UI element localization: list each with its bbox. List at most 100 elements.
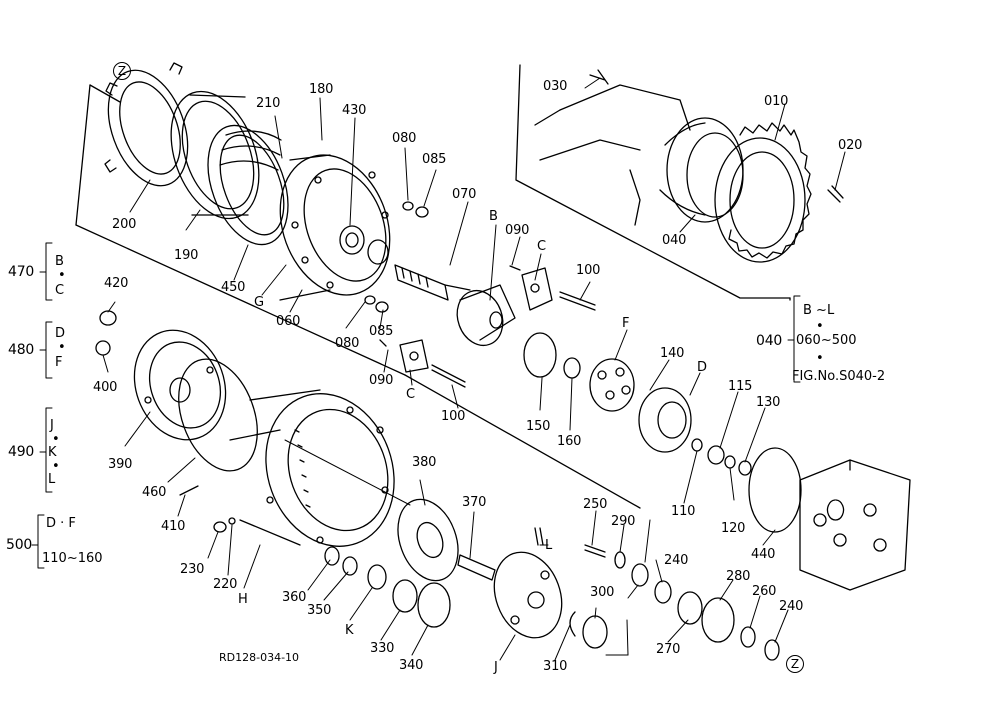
part-label-360: 360 [282,590,307,605]
spring-115 [707,445,725,465]
part-label-290: 290 [611,514,636,529]
part-label-400: 400 [93,380,118,395]
part-label-270: 270 [656,642,681,657]
part-label-020: 020 [838,138,863,153]
leader-lines [102,77,846,661]
part-label-G: G [254,295,264,310]
part-label-240-lower: 240 [779,599,804,614]
part-label-030: 030 [543,79,568,94]
plate-150 [523,332,557,378]
part-label-085-lower: 085 [369,324,394,339]
part-label-080-upper: 080 [392,131,417,146]
part-label-140: 140 [660,346,685,361]
coupling-B [456,284,516,347]
part-label-K: K [345,623,354,638]
ring-160 [563,357,581,379]
plate-C-upper [521,267,553,311]
o-ring-460 [178,358,258,472]
shaft-070 [394,264,471,301]
bolt-020 [827,185,844,203]
pin-L [534,527,544,546]
part-label-180: 180 [309,82,334,97]
part-label-080-lower: 080 [335,336,360,351]
part-label-440: 440 [751,547,776,562]
pin-410 [179,485,199,496]
assembly-boundary [75,84,641,509]
part-label-390: 390 [108,457,133,472]
washer-350 [342,556,358,576]
part-label-090-upper: 090 [505,223,530,238]
part-label-200: 200 [112,217,137,232]
motor-block [799,459,911,591]
part-label-J: J [494,660,498,675]
frame-030 [534,69,691,226]
part-label-370: 370 [462,495,487,510]
bolt-100-upper [559,291,596,311]
part-label-460: 460 [142,485,167,500]
carrier-J [493,551,563,639]
circle-marker-top: Z [113,62,131,80]
part-label-250: 250 [583,497,608,512]
part-label-280: 280 [726,569,751,584]
part-label-090-lower: 090 [369,373,394,388]
washer-220 [228,517,236,525]
part-label-060: 060 [276,314,301,329]
part-label-340: 340 [399,658,424,673]
part-label-040: 040 [662,233,687,248]
seal-ring-450 [207,124,289,246]
part-label-240-upper: 240 [664,553,689,568]
part-label-430: 430 [342,103,367,118]
part-label-230: 230 [180,562,205,577]
part-label-C-upper: C [537,239,546,254]
part-label-120: 120 [721,521,746,536]
plug-400 [95,340,111,356]
part-label-100-upper: 100 [576,263,601,278]
part-label-330: 330 [370,641,395,656]
part-label-100-lower: 100 [441,409,466,424]
washer-110 [691,438,703,452]
gear-340 [417,582,451,628]
washer-260 [740,626,756,648]
plate-C-lower [399,339,429,373]
part-label-190: 190 [174,248,199,263]
washer-120 [724,455,736,469]
part-label-380: 380 [412,455,437,470]
gear-280 [701,597,735,643]
ring-130 [738,460,752,476]
part-label-110: 110 [671,504,696,519]
plate-380 [397,498,459,582]
part-label-350: 350 [307,603,332,618]
bolt-250 [584,544,606,558]
part-label-310: 310 [543,659,568,674]
cover-390 [133,329,227,441]
part-label-210: 210 [256,96,281,111]
o-ring-440 [748,447,802,533]
drum-040 [659,117,744,223]
shaft-370 [457,554,496,581]
block-D [638,387,692,453]
part-label-010: 010 [764,94,789,109]
group-brackets [31,242,801,569]
bearing-300 [582,615,608,649]
part-label-220: 220 [213,577,238,592]
part-label-410: 410 [161,519,186,534]
part-label-L: L [545,538,553,553]
plug-230 [213,521,227,533]
part-label-150: 150 [526,419,551,434]
sprocket-010 [714,122,812,263]
cylinder-F [589,358,635,412]
part-label-115: 115 [728,379,753,394]
part-label-H: H [238,592,248,607]
collar-I [631,563,649,587]
part-label-450: 450 [221,280,246,295]
part-label-300: 300 [590,585,615,600]
part-label-C-lower: C [406,387,415,402]
bolt-100-lower [431,364,466,388]
washer-360 [324,546,340,566]
washer-240a [654,580,672,604]
part-label-D: D [697,360,707,375]
snap-ring-310 [569,611,576,637]
plug-420 [99,310,117,326]
